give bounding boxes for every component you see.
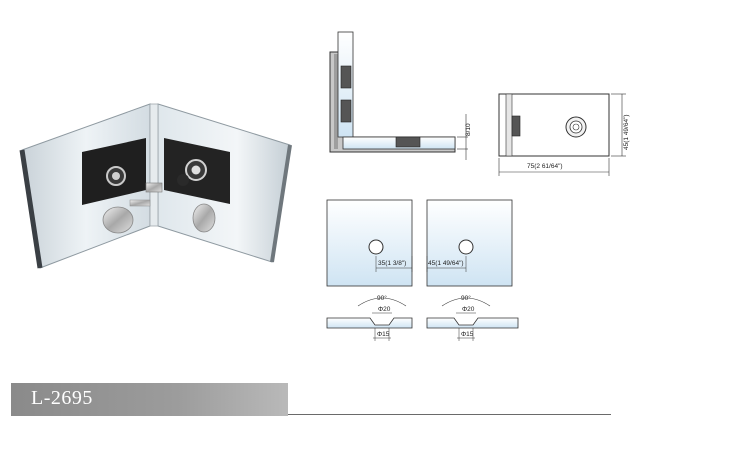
hinge-body-left	[82, 138, 146, 205]
countersink-angle-right: 90°	[461, 294, 471, 302]
glass-corner-edge	[149, 103, 159, 227]
front-height-label: 45(1 49/64")	[623, 114, 630, 150]
side-section-view: 8/10	[329, 31, 472, 160]
plate-left-offset-label: 35(1 3/8")	[378, 260, 406, 267]
countersink-angle-left: 90°	[377, 294, 387, 302]
hinge-screws	[102, 174, 216, 234]
product-code: L-2695	[31, 387, 93, 409]
countersink-section-right: 90° Φ20 Φ15	[426, 294, 519, 341]
plate-view-right: 45(1 49/64")	[426, 199, 513, 287]
divider-line	[288, 414, 611, 415]
front-width-label: 75(2 61/64")	[527, 163, 563, 170]
plate-right-offset-label: 45(1 49/64")	[428, 260, 464, 267]
front-view: 45(1 49/64") 75(2 61/64")	[498, 93, 630, 176]
countersink-inner-left: Φ15	[377, 331, 390, 338]
side-thickness-label: 8/10	[465, 123, 472, 136]
countersink-outer-left: Φ20	[378, 306, 391, 313]
plate-view-left: 35(1 3/8")	[326, 199, 413, 287]
product-photo	[19, 103, 292, 269]
product-code-bar: L-2695	[11, 383, 288, 416]
countersink-section-left: 90° Φ20 Φ15	[326, 294, 413, 341]
countersink-outer-right: Φ20	[462, 306, 475, 313]
countersink-inner-right: Φ15	[461, 331, 474, 338]
hinge-body-right	[164, 138, 230, 204]
